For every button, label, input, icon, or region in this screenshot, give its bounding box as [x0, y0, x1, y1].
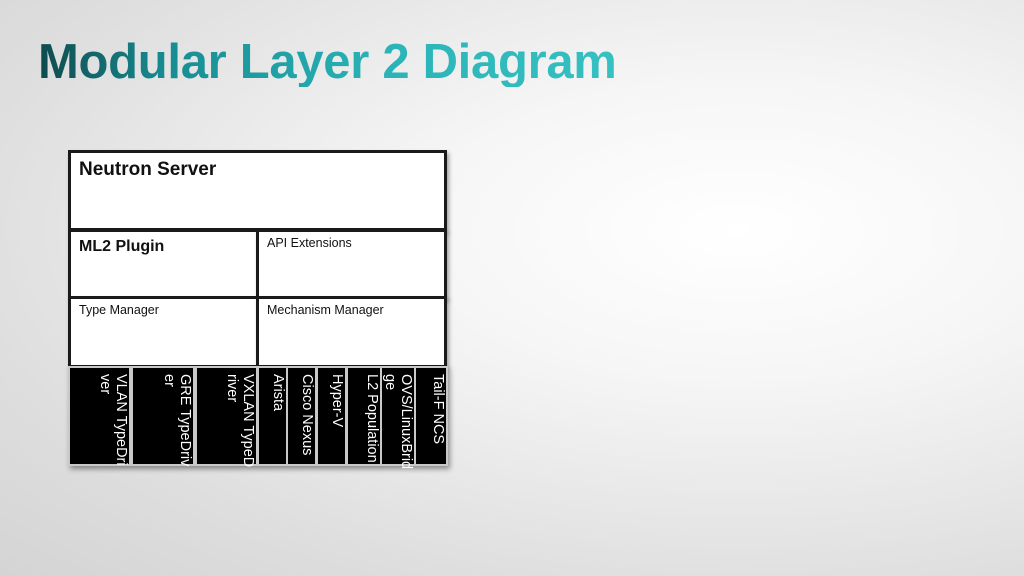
neutron-server-label: Neutron Server [79, 159, 217, 180]
type-driver-vlan: VLAN TypeDriver [70, 368, 129, 466]
mech-driver-ovs-linuxbridge: OVS/LinuxBridge [382, 368, 414, 469]
ml2-plugin-box: ML2 Plugin [68, 229, 259, 299]
type-manager-label: Type Manager [79, 303, 159, 317]
mech-driver-l2-population: L2 Population [348, 368, 380, 464]
mechanism-manager-box: Mechanism Manager [256, 296, 447, 368]
type-driver-gre-label: GRE TypeDriver [161, 374, 193, 467]
slide-title: Modular Layer 2 Diagram [38, 35, 617, 89]
type-driver-gre: GRE TypeDriver [133, 368, 193, 466]
type-manager-box: Type Manager [68, 296, 259, 368]
mech-driver-hyper-v: Hyper-V [318, 368, 345, 464]
mech-driver-cisco-nexus: Cisco Nexus [288, 368, 315, 464]
type-driver-vxlan-label: VXLAN TypeDriver [224, 374, 256, 468]
mech-driver-l2-population-label: L2 Population [364, 374, 380, 463]
mech-driver-hyper-v-label: Hyper-V [329, 374, 345, 428]
mech-driver-ovs-linuxbridge-label: OVS/LinuxBridge [382, 374, 414, 470]
mech-driver-tail-f-ncs: Tail-F NCS [416, 368, 446, 464]
ml2-plugin-label: ML2 Plugin [79, 238, 165, 255]
mech-driver-arista: Arista [259, 368, 286, 464]
mech-driver-arista-label: Arista [270, 374, 286, 412]
mech-driver-cisco-nexus-label: Cisco Nexus [299, 374, 315, 456]
type-driver-vlan-label: VLAN TypeDriver [97, 374, 129, 466]
neutron-server-box: Neutron Server [68, 150, 447, 231]
mechanism-manager-label: Mechanism Manager [267, 303, 384, 317]
type-driver-vxlan: VXLAN TypeDriver [197, 368, 256, 467]
api-extensions-box: API Extensions [256, 229, 447, 299]
mech-driver-tail-f-ncs-label: Tail-F NCS [430, 374, 446, 445]
api-extensions-label: API Extensions [267, 236, 352, 250]
